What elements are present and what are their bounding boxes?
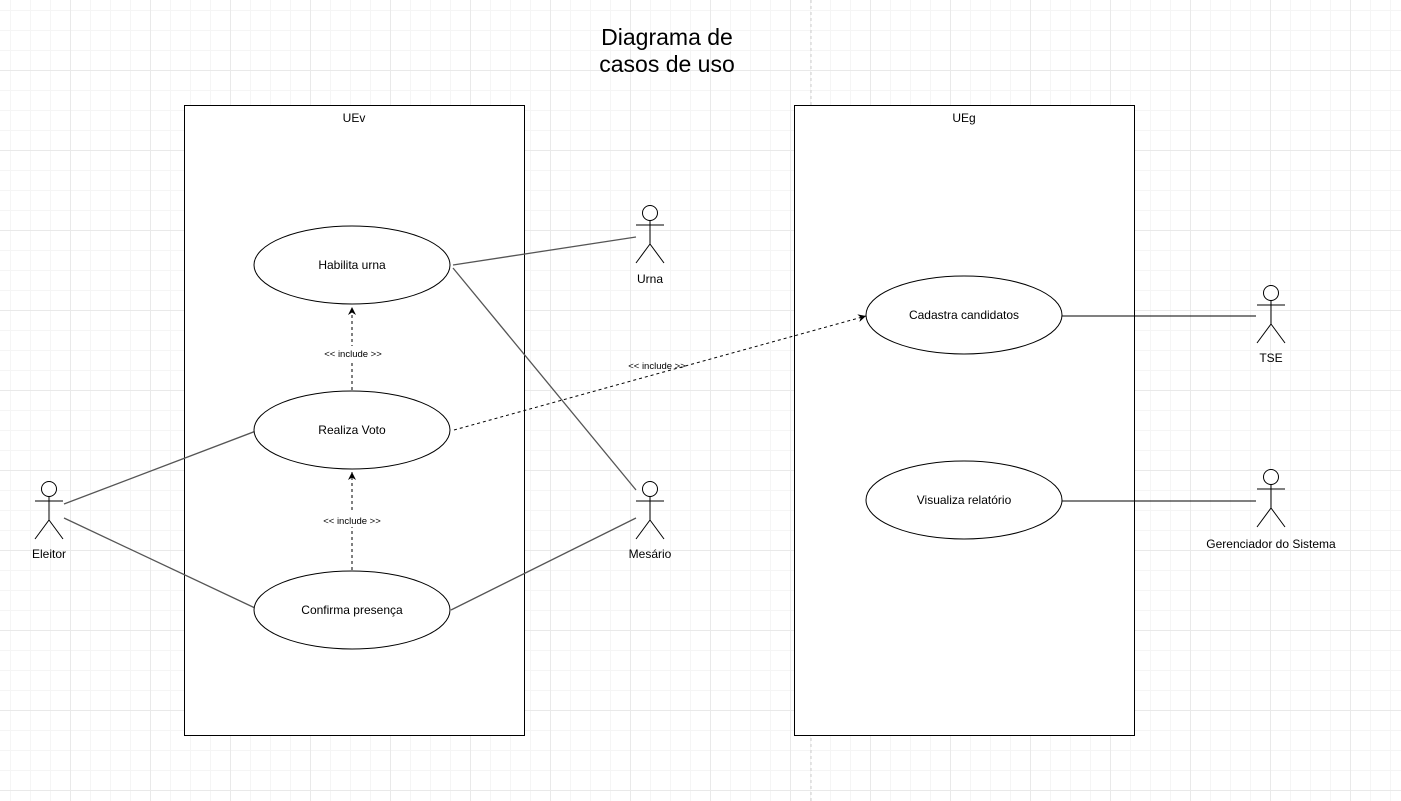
use-case-realiza-voto[interactable]: Realiza Voto [253,390,451,470]
association-habilita-urna[interactable] [452,236,637,266]
actor-gerenciador-do-sistema[interactable]: Gerenciador do Sistema [1206,469,1336,552]
stick-figure-icon [1256,285,1286,344]
use-case-cadastra-candidatos[interactable]: Cadastra candidatos [865,275,1063,355]
include-realiza-habilita[interactable]: << include >> [318,307,388,390]
use-case-habilita-urna[interactable]: Habilita urna [253,225,451,305]
actor-tse[interactable]: TSE [1256,285,1286,366]
actor-label: Urna [637,272,663,286]
use-case-label: Cadastra candidatos [909,308,1019,322]
actor-label: Mesário [629,547,672,561]
include-label: << include >> [324,349,382,360]
stick-figure-icon [635,205,665,264]
stick-figure-icon [635,481,665,540]
include-label: << include >> [628,361,686,372]
use-case-label: Visualiza relatório [917,493,1012,507]
stick-figure-icon [34,481,64,540]
stick-figure-icon [1256,469,1286,528]
use-case-label: Realiza Voto [318,423,386,437]
include-confirma-realiza[interactable]: << include >> [317,472,387,570]
association-eleitor-realiza[interactable] [63,430,257,505]
actor-urna[interactable]: Urna [635,205,665,287]
use-case-label: Confirma presença [301,603,403,617]
include-realiza-cadastra[interactable]: << include >> [453,314,867,431]
actor-eleitor[interactable]: Eleitor [32,481,66,562]
association-eleitor-confirma[interactable] [63,517,256,609]
association-habilita-mesario[interactable] [452,267,637,491]
use-case-confirma-presenca[interactable]: Confirma presença [253,570,451,650]
diagram-title-line-2[interactable]: casos de uso [599,51,735,77]
actor-mesario[interactable]: Mesário [629,481,672,562]
actor-label: TSE [1259,351,1282,365]
include-label: << include >> [323,516,381,527]
association-confirma-mesario[interactable] [450,517,637,611]
system-boundary-ueg-label: UEg [952,111,975,125]
system-boundary-uev-label: UEv [343,111,366,125]
diagram-title-line-1[interactable]: Diagrama de [601,24,733,50]
actor-label: Eleitor [32,547,66,561]
use-case-label: Habilita urna [318,258,386,272]
system-boundary-ueg[interactable]: UEg [794,105,1135,736]
actor-label: Gerenciador do Sistema [1206,537,1336,551]
use-case-visualiza-relatorio[interactable]: Visualiza relatório [865,460,1063,540]
associations [63,236,1256,611]
